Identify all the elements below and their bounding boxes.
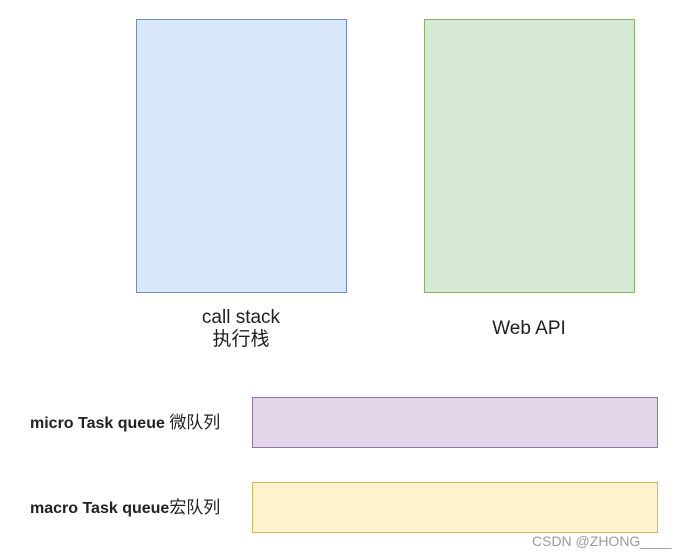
csdn-watermark: CSDN @ZHONG____ [532, 533, 672, 549]
macro-task-queue-box [252, 482, 658, 533]
macro-task-queue-label: macro Task queue宏队列 [30, 498, 220, 519]
macro-task-queue-label-zh: 宏队列 [169, 498, 221, 517]
call-stack-label: call stack 执行栈 [141, 307, 341, 351]
micro-task-queue-box [252, 397, 658, 448]
micro-task-queue-label-en: micro Task queue [30, 415, 170, 432]
web-api-label: Web API [492, 318, 566, 339]
call-stack-label-en: call stack [201, 307, 281, 328]
call-stack-box [136, 19, 347, 293]
micro-task-queue-label-zh: 微队列 [169, 413, 221, 432]
call-stack-label-zh: 执行栈 [212, 329, 270, 350]
web-api-box [424, 19, 635, 293]
macro-task-queue-label-en: macro Task queue [30, 500, 170, 517]
micro-task-queue-label: micro Task queue 微队列 [30, 413, 220, 434]
